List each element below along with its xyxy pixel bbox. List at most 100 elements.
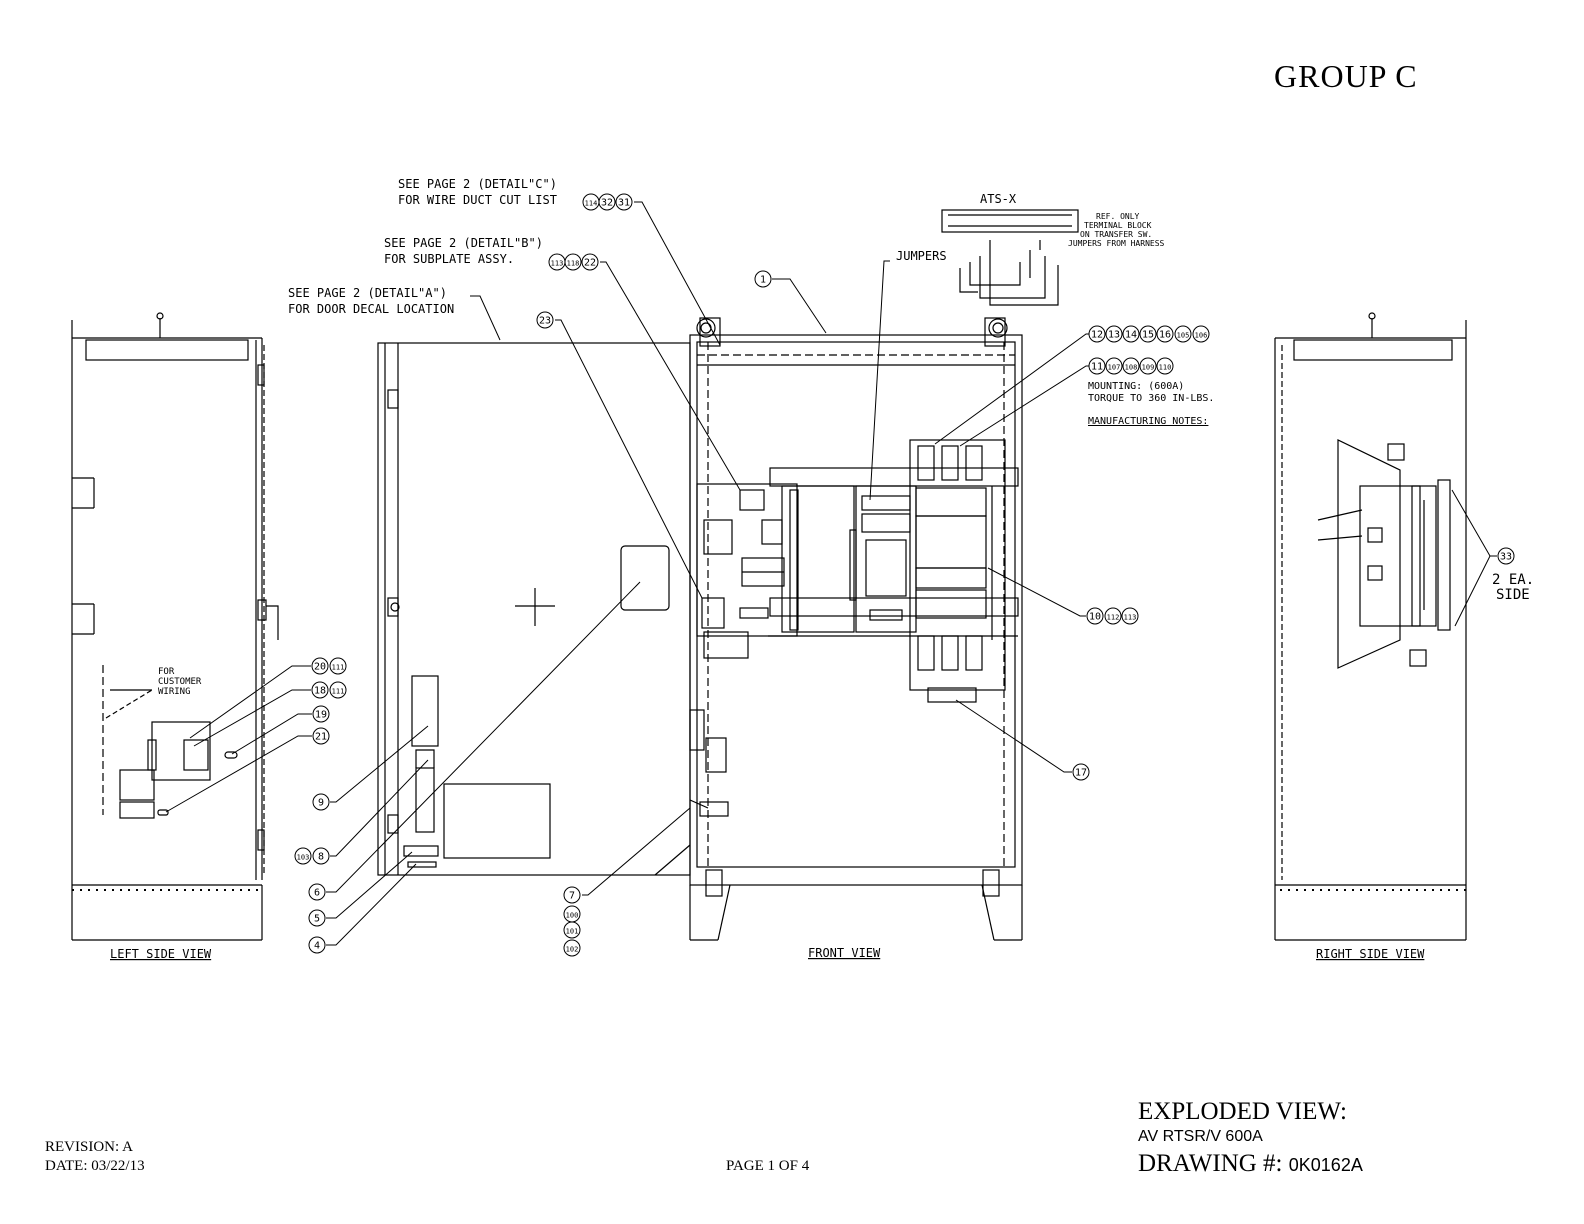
note-detail-a-2: FOR DOOR DECAL LOCATION <box>288 302 454 316</box>
part-balloon: 4 <box>308 936 326 954</box>
part-balloon: 12 <box>1088 325 1106 343</box>
part-balloon: 1 <box>754 270 772 288</box>
part-balloon-label: 11 <box>1091 362 1103 373</box>
view-label-right: RIGHT SIDE VIEW <box>1316 947 1425 961</box>
left-side-view <box>71 312 279 941</box>
note-ref-2: TERMINAL BLOCK <box>1084 221 1152 230</box>
part-balloon: 21 <box>312 727 330 745</box>
front-view <box>689 317 1023 941</box>
drawing-number-row: DRAWING #: 0K0162A <box>1138 1150 1363 1178</box>
part-balloon: 100 <box>563 905 581 923</box>
part-balloon: 110 <box>1156 357 1174 375</box>
note-detail-b-1: SEE PAGE 2 (DETAIL"B") <box>384 236 543 250</box>
part-balloon: 10 <box>1086 607 1104 625</box>
part-balloon-label: 15 <box>1142 330 1154 341</box>
part-balloon-label: 32 <box>601 198 613 209</box>
part-balloon-label: 16 <box>1159 330 1171 341</box>
part-balloon: 106 <box>1192 325 1210 343</box>
part-balloon: 33 <box>1497 547 1515 565</box>
part-balloon: 18 <box>311 681 329 699</box>
part-balloon: 22 <box>581 253 599 271</box>
part-balloon: 103 <box>294 847 312 865</box>
note-mounting-1: MOUNTING: (600A) <box>1088 381 1184 392</box>
part-balloon-label: 103 <box>297 854 310 862</box>
note-customer-3: WIRING <box>158 687 191 697</box>
part-balloon: 113 <box>1121 607 1139 625</box>
part-balloon: 108 <box>1122 357 1140 375</box>
note-detail-c-1: SEE PAGE 2 (DETAIL"C") <box>398 177 557 191</box>
note-ats-x: ATS-X <box>980 192 1017 206</box>
part-balloon-label: 21 <box>315 732 327 743</box>
part-balloon: 111 <box>329 681 347 699</box>
date: DATE: 03/22/13 <box>45 1158 145 1174</box>
part-balloon-label: 22 <box>584 258 596 269</box>
enclosure-door <box>377 342 691 876</box>
part-balloon-label: 111 <box>332 688 345 696</box>
part-balloon-label: 107 <box>1108 364 1121 372</box>
part-balloon: 19 <box>312 705 330 723</box>
part-balloon: 8 <box>312 847 330 865</box>
part-balloon: 23 <box>536 311 554 329</box>
part-balloon: 107 <box>1105 357 1123 375</box>
view-label-front: FRONT VIEW <box>808 946 881 960</box>
part-balloon-label: 109 <box>1142 364 1155 372</box>
part-balloon-label: 33 <box>1500 552 1512 563</box>
note-two-each-1: 2 EA. <box>1492 572 1534 588</box>
part-balloon: 16 <box>1156 325 1174 343</box>
part-balloon: 112 <box>1104 607 1122 625</box>
part-balloon: 31 <box>615 193 633 211</box>
right-side-view <box>1274 312 1467 941</box>
part-balloon: 109 <box>1139 357 1157 375</box>
part-balloon-label: 118 <box>567 260 580 268</box>
part-balloon-label: 6 <box>314 888 320 899</box>
part-balloon: 11 <box>1088 357 1106 375</box>
drawing-title: EXPLODED VIEW: <box>1138 1098 1347 1125</box>
ats-x-terminal-block <box>941 209 1079 306</box>
part-balloon-label: 113 <box>551 260 564 268</box>
part-balloon: 14 <box>1122 325 1140 343</box>
part-balloon: 101 <box>563 921 581 939</box>
revision-block: REVISION: A DATE: 03/22/13 <box>45 1138 145 1176</box>
part-balloon-label: 110 <box>1159 364 1172 372</box>
part-balloon-label: 105 <box>1177 332 1190 340</box>
part-balloon-label: 9 <box>318 798 324 809</box>
part-balloon-label: 8 <box>318 852 324 863</box>
part-balloon-label: 112 <box>1107 614 1120 622</box>
part-balloon: 118 <box>564 253 582 271</box>
part-balloon: 6 <box>308 883 326 901</box>
part-balloon-label: 7 <box>569 891 575 902</box>
part-balloon-label: 102 <box>566 946 579 954</box>
part-balloon-label: 23 <box>539 316 551 327</box>
part-balloon-label: 14 <box>1125 330 1137 341</box>
part-balloon-label: 114 <box>585 200 598 208</box>
part-balloon-label: 106 <box>1195 332 1208 340</box>
part-balloon-label: 4 <box>314 941 320 952</box>
view-label-left: LEFT SIDE VIEW <box>110 947 212 961</box>
note-jumpers: JUMPERS <box>896 249 947 263</box>
part-balloon-label: 17 <box>1075 768 1087 779</box>
part-balloon: 9 <box>312 793 330 811</box>
part-balloon-label: 19 <box>315 710 327 721</box>
part-balloon: 20 <box>311 657 329 675</box>
revision: REVISION: A <box>45 1139 133 1155</box>
part-balloon-label: 111 <box>332 664 345 672</box>
part-balloon: 5 <box>308 909 326 927</box>
part-balloon-label: 101 <box>566 928 579 936</box>
part-balloon-label: 5 <box>314 914 320 925</box>
note-detail-c-2: FOR WIRE DUCT CUT LIST <box>398 193 557 207</box>
note-ref-3: ON TRANSFER SW. <box>1080 230 1152 239</box>
part-balloon: 17 <box>1072 763 1090 781</box>
part-balloon: 32 <box>598 193 616 211</box>
part-balloon: 15 <box>1139 325 1157 343</box>
group-title: GROUP C <box>1274 58 1418 94</box>
note-ref-1: REF. ONLY <box>1096 212 1140 221</box>
part-balloon-label: 31 <box>618 198 630 209</box>
drawing-subtitle: AV RTSR/V 600A <box>1138 1128 1263 1145</box>
part-balloon-label: 20 <box>314 662 326 673</box>
note-two-each-2: SIDE <box>1496 587 1530 603</box>
drawing-number-label: DRAWING #: <box>1138 1150 1289 1177</box>
part-balloon-label: 108 <box>1125 364 1138 372</box>
note-mounting-2: TORQUE TO 360 IN-LBS. <box>1088 393 1214 404</box>
